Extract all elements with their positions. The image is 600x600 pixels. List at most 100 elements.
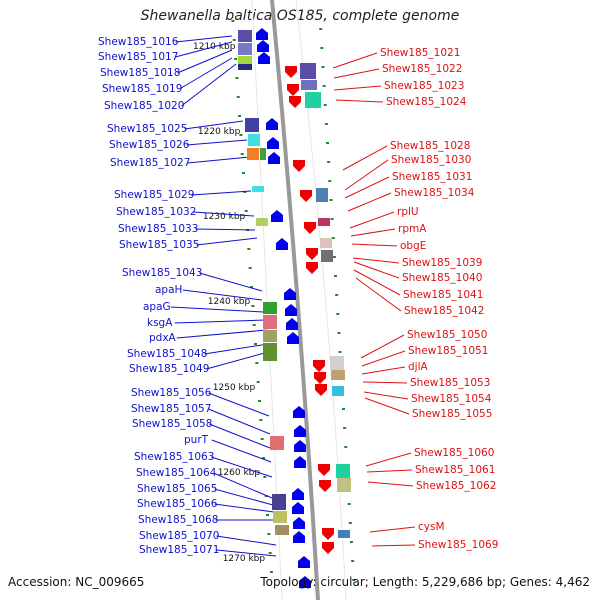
connector-line-left xyxy=(216,549,277,557)
reverse-gene-arrow xyxy=(315,384,327,396)
gene-feature-block xyxy=(336,464,350,478)
ruler-tick xyxy=(327,161,331,163)
connector-line-right xyxy=(344,159,389,191)
forward-gene-arrow xyxy=(256,28,268,40)
connector-line-left xyxy=(191,190,252,196)
connector-line-left xyxy=(216,535,277,546)
ruler-tick xyxy=(240,153,244,155)
ruler-tick xyxy=(348,522,352,524)
ruler-tick xyxy=(232,39,236,41)
gene-label-left: Shew185_1018 xyxy=(100,67,180,79)
connector-line-right xyxy=(361,366,406,375)
gene-label-left: apaG xyxy=(143,301,171,313)
gene-feature-block xyxy=(338,530,350,538)
gene-label-right: Shew185_1061 xyxy=(415,464,495,476)
connector-line-right xyxy=(364,397,410,415)
connector-line-left xyxy=(211,439,272,463)
forward-gene-arrow xyxy=(292,488,304,500)
connector-line-left xyxy=(196,237,258,246)
ruler-tick xyxy=(252,324,256,326)
gene-label-left: Shew185_1032 xyxy=(116,206,196,218)
forward-gene-arrow xyxy=(298,556,310,568)
gene-label-left: Shew185_1029 xyxy=(114,189,194,201)
accession-text: Accession: NC_009665 xyxy=(8,575,145,589)
connector-line-left xyxy=(211,456,273,478)
gene-feature-block xyxy=(248,134,260,146)
gene-label-left: Shew185_1068 xyxy=(138,514,218,526)
gene-label-right: Shew185_1040 xyxy=(402,272,482,284)
gene-label-left: Shew185_1017 xyxy=(98,51,178,63)
ruler-tick xyxy=(250,286,254,288)
ruler-tick xyxy=(263,476,267,478)
connector-line-left xyxy=(170,306,265,313)
connector-line-right xyxy=(362,381,408,384)
ruler-tick xyxy=(256,381,260,383)
ruler-tick xyxy=(259,419,263,421)
connector-line-right xyxy=(360,334,405,359)
gene-feature-block xyxy=(238,56,252,64)
reverse-gene-arrow xyxy=(306,248,318,260)
topology-text: Topology: circular; Length: 5,229,686 bp… xyxy=(260,575,590,589)
connector-line-right xyxy=(347,192,392,212)
gene-label-right: Shew185_1062 xyxy=(416,480,496,492)
ruler-tick xyxy=(343,427,347,429)
connector-line-right xyxy=(366,469,413,473)
connector-line-right xyxy=(332,52,378,69)
connector-line-left xyxy=(209,423,271,449)
connector-line-right xyxy=(351,243,398,247)
connector-line-right xyxy=(352,257,400,264)
ruler-label: 1240 kbp xyxy=(208,297,251,307)
ruler-tick xyxy=(321,66,325,68)
connector-line-left xyxy=(199,272,263,292)
forward-gene-arrow xyxy=(293,406,305,418)
forward-gene-arrow xyxy=(268,152,280,164)
gene-label-left: Shew185_1016 xyxy=(98,36,179,48)
ruler-tick xyxy=(239,134,243,136)
gene-label-right: djlA xyxy=(408,361,428,373)
ruler-tick xyxy=(261,457,265,459)
gene-label-left: Shew185_1025 xyxy=(107,123,187,135)
ruler-tick xyxy=(244,210,248,212)
gene-label-right: Shew185_1041 xyxy=(403,289,483,301)
forward-gene-arrow xyxy=(294,425,306,437)
gene-feature-block xyxy=(330,356,344,370)
connector-line-right xyxy=(363,391,409,400)
gene-label-left: Shew185_1043 xyxy=(122,267,202,279)
forward-gene-arrow xyxy=(294,440,306,452)
ruler-tick xyxy=(330,218,334,220)
connector-line-right xyxy=(365,452,412,467)
gene-label-right: Shew185_1060 xyxy=(414,447,494,459)
connector-line-left xyxy=(181,63,237,107)
gene-label-left: pdxA xyxy=(149,332,177,344)
gene-feature-block xyxy=(320,238,332,248)
forward-gene-arrow xyxy=(276,238,288,250)
forward-gene-arrow xyxy=(285,304,297,316)
gene-label-left: Shew185_1048 xyxy=(127,348,207,360)
gene-label-left: Shew185_1033 xyxy=(118,223,198,235)
connector-line-left xyxy=(214,503,275,513)
ruler-tick xyxy=(329,199,333,201)
forward-gene-arrow xyxy=(294,456,306,468)
gene-label-right: Shew185_1069 xyxy=(418,539,498,551)
gene-label-left: purT xyxy=(184,434,209,446)
gene-label-right: Shew185_1034 xyxy=(394,187,475,199)
connector-line-right xyxy=(353,269,401,296)
gene-label-right: rpmA xyxy=(398,223,427,235)
gene-label-right: Shew185_1054 xyxy=(411,393,492,405)
connector-line-right xyxy=(333,68,380,79)
gene-label-left: Shew185_1020 xyxy=(104,100,184,112)
ruler-tick xyxy=(255,362,259,364)
gene-feature-block xyxy=(273,511,287,523)
reverse-gene-arrow xyxy=(293,160,305,172)
reverse-gene-arrow xyxy=(304,222,316,234)
ruler-label: 1250 kbp xyxy=(213,383,256,393)
gene-label-right: Shew185_1039 xyxy=(402,257,482,269)
connector-line-left xyxy=(187,156,251,164)
gene-label-right: Shew185_1021 xyxy=(380,47,460,59)
ruler-tick xyxy=(351,560,355,562)
ruler-tick xyxy=(338,351,342,353)
forward-gene-arrow xyxy=(271,210,283,222)
connector-line-right xyxy=(355,277,402,312)
gene-label-left: Shew185_1065 xyxy=(137,483,217,495)
reverse-gene-arrow xyxy=(289,96,301,108)
